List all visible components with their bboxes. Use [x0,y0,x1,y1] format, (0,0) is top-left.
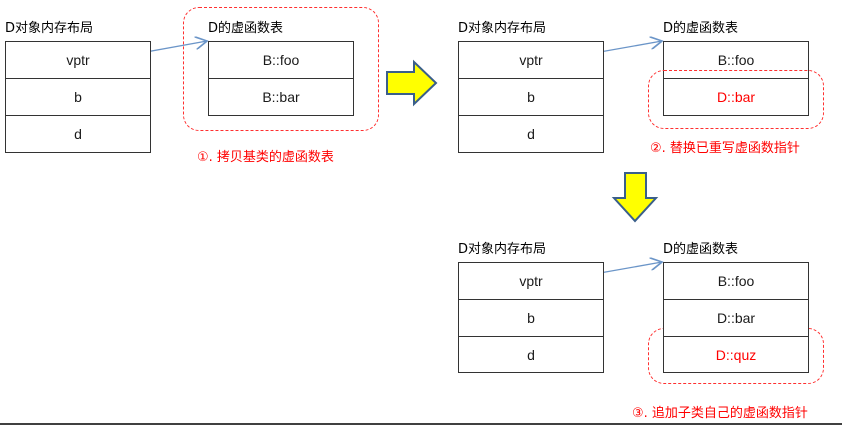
vtable-entry: D::bar [664,300,808,337]
vtable: B::foo D::bar D::quz [663,262,809,373]
step-caption: ②. 替换已重写虚函数指针 [650,141,800,156]
vtable-entry-appended: D::quz [715,346,757,363]
step-arrow-right [386,59,438,107]
vtable-label: D的虚函数表 [663,242,739,257]
vtable-entry: B::bar [262,89,300,105]
layout-label: D对象内存布局 [5,21,94,36]
object-layout-table: vptr b d [458,262,604,373]
layout-cell-b: b [459,300,603,337]
layout-cell-d: d [74,126,82,142]
layout-cell-vptr: vptr [6,42,150,79]
vtable-entry-overridden: D::bar [716,89,756,105]
highlight-box [183,7,379,131]
object-layout-table: vptr b d [458,41,604,153]
vtable-label: D的虚函数表 [663,21,739,36]
step-caption: ①. 拷贝基类的虚函数表 [197,150,334,165]
layout-label: D对象内存布局 [458,242,547,257]
layout-cell-b: b [459,79,603,116]
layout-cell-vptr: vptr [459,263,603,300]
highlight-box [648,70,824,129]
vtable-label: D的虚函数表 [208,21,284,36]
layout-label: D对象内存布局 [458,21,547,36]
step-caption: ③. 追加子类自己的虚函数指针 [632,406,808,421]
vtable-entry: B::foo [664,263,808,300]
vtable-entry: B::foo [664,42,808,79]
layout-cell-d: d [527,126,535,142]
vtable-entry: B::foo [209,42,353,79]
vtable: B::foo B::bar [208,41,354,116]
layout-cell-b: b [6,79,150,116]
step-arrow-down [611,172,659,223]
layout-cell-d: d [527,346,535,363]
object-layout-table: vptr b d [5,41,151,153]
layout-cell-vptr: vptr [459,42,603,79]
